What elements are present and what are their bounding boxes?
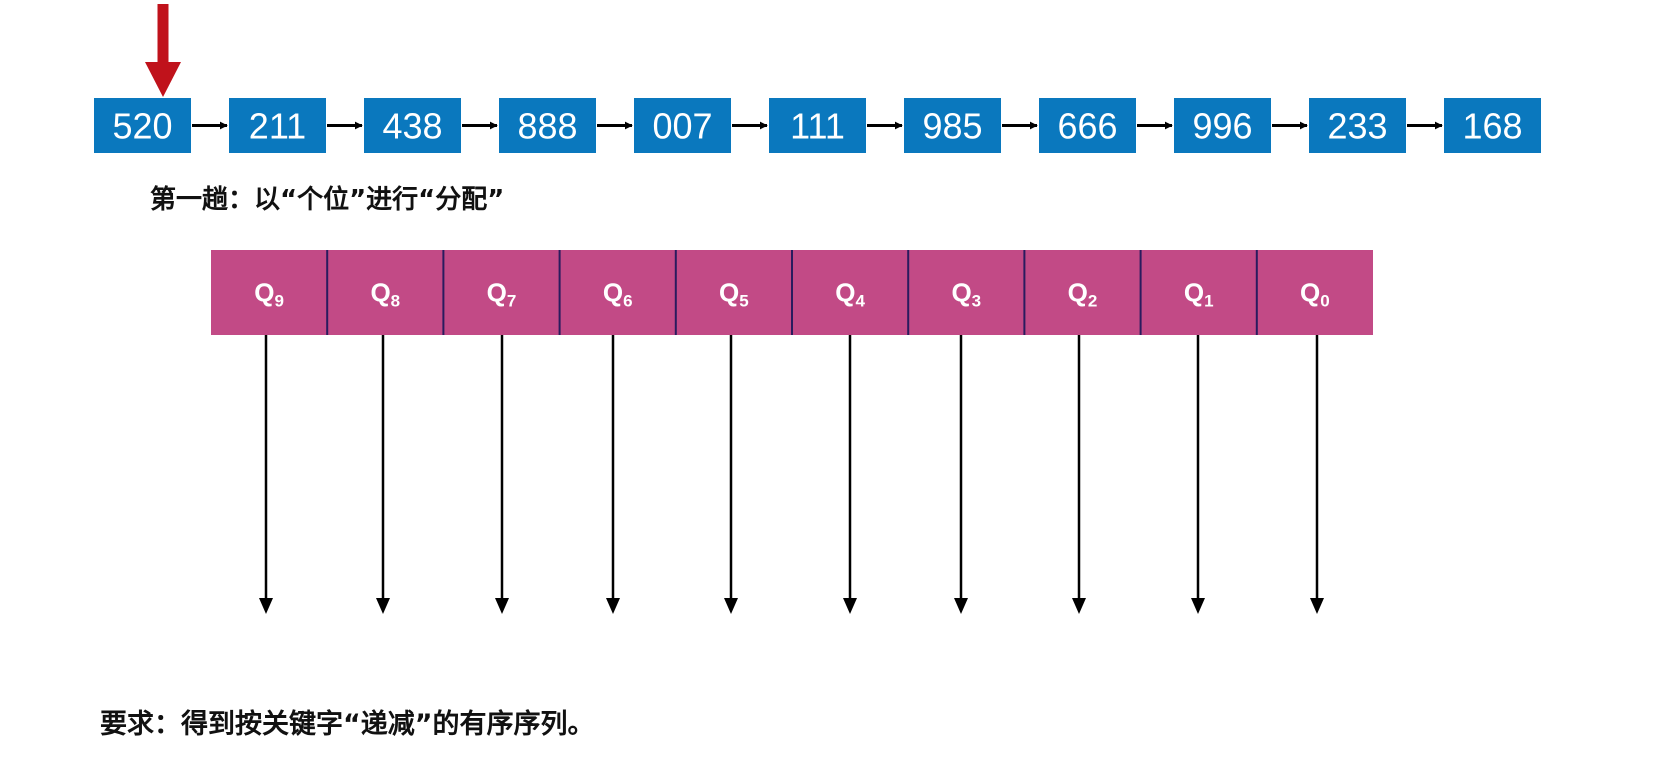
key-box xyxy=(229,98,326,153)
queue-cell xyxy=(443,250,560,335)
queue-letter: Q xyxy=(1300,278,1320,308)
queue-cell xyxy=(675,250,792,335)
key-box xyxy=(769,98,866,153)
queue-index: 9 xyxy=(274,292,283,311)
queue-index: 8 xyxy=(391,292,400,311)
queue-label: Q5 xyxy=(719,278,749,311)
queue-label: Q0 xyxy=(1300,278,1330,311)
pass-caption: 第一趟：以“个位”进行“分配” xyxy=(150,185,505,215)
queue-label: Q4 xyxy=(835,278,865,311)
queue-index: 5 xyxy=(739,292,748,311)
key-label: 985 xyxy=(922,106,982,147)
queue-label: Q3 xyxy=(951,278,981,311)
key-box xyxy=(499,98,596,153)
key-box xyxy=(904,98,1001,153)
queue-label: Q2 xyxy=(1068,278,1098,311)
queue-letter: Q xyxy=(951,278,971,308)
queue-arrow-head xyxy=(376,598,390,614)
key-label: 438 xyxy=(382,106,442,147)
queue-arrow-head xyxy=(843,598,857,614)
queue-arrow-head xyxy=(1191,598,1205,614)
key-label: 888 xyxy=(517,106,577,147)
queue-label: Q8 xyxy=(370,278,400,311)
queue-label: Q6 xyxy=(603,278,633,311)
queue-arrow-head xyxy=(1072,598,1086,614)
queue-index: 4 xyxy=(855,292,865,311)
key-label: 007 xyxy=(652,106,712,147)
queue-letter: Q xyxy=(370,278,390,308)
queue-cell xyxy=(327,250,444,335)
key-label: 520 xyxy=(112,106,172,147)
key-label: 211 xyxy=(249,106,306,147)
queue-cell xyxy=(1024,250,1141,335)
queue-index: 7 xyxy=(507,292,516,311)
queue-cell xyxy=(1256,250,1373,335)
queue-cell xyxy=(211,250,328,335)
key-box xyxy=(1174,98,1271,153)
queue-letter: Q xyxy=(1068,278,1088,308)
queue-cell xyxy=(908,250,1025,335)
queue-letter: Q xyxy=(603,278,623,308)
queue-cell xyxy=(792,250,909,335)
key-box xyxy=(1444,98,1541,153)
key-label: 666 xyxy=(1057,106,1117,147)
key-label: 996 xyxy=(1192,106,1252,147)
queue-arrow-head xyxy=(954,598,968,614)
requirement-caption: 要求：得到按关键字“递减”的有序序列。 xyxy=(100,709,595,740)
queue-label: Q7 xyxy=(487,278,517,311)
queue-cell xyxy=(1140,250,1257,335)
pointer-head xyxy=(145,62,181,97)
pointer-layer xyxy=(145,4,181,97)
queue-arrow-head xyxy=(259,598,273,614)
queue-letter: Q xyxy=(835,278,855,308)
queue-letter: Q xyxy=(254,278,274,308)
queue-arrows xyxy=(259,335,1324,614)
key-box xyxy=(634,98,731,153)
queue-index: 6 xyxy=(623,292,632,311)
queue-letter: Q xyxy=(487,278,507,308)
queue-label: Q9 xyxy=(254,278,284,311)
key-list: 520 211 438 888 007 111 985 666 996 233 168 xyxy=(94,98,1541,153)
queue-index: 2 xyxy=(1088,292,1097,311)
queue-cell xyxy=(559,250,676,335)
key-box xyxy=(1309,98,1406,153)
queue-letter: Q xyxy=(719,278,739,308)
queue-label: Q1 xyxy=(1184,278,1214,311)
key-label: 168 xyxy=(1462,106,1522,147)
queue-index: 3 xyxy=(972,292,981,311)
queue-index: 1 xyxy=(1204,292,1213,311)
queue-index: 0 xyxy=(1320,292,1329,311)
key-box xyxy=(364,98,461,153)
queue-arrow-head xyxy=(495,598,509,614)
queue-arrow-head xyxy=(606,598,620,614)
key-label: 111 xyxy=(790,106,845,147)
key-label: 233 xyxy=(1327,106,1387,147)
queue-arrow-head xyxy=(1310,598,1324,614)
queue-arrow-head xyxy=(724,598,738,614)
queue-letter: Q xyxy=(1184,278,1204,308)
key-box xyxy=(1039,98,1136,153)
key-box xyxy=(94,98,191,153)
